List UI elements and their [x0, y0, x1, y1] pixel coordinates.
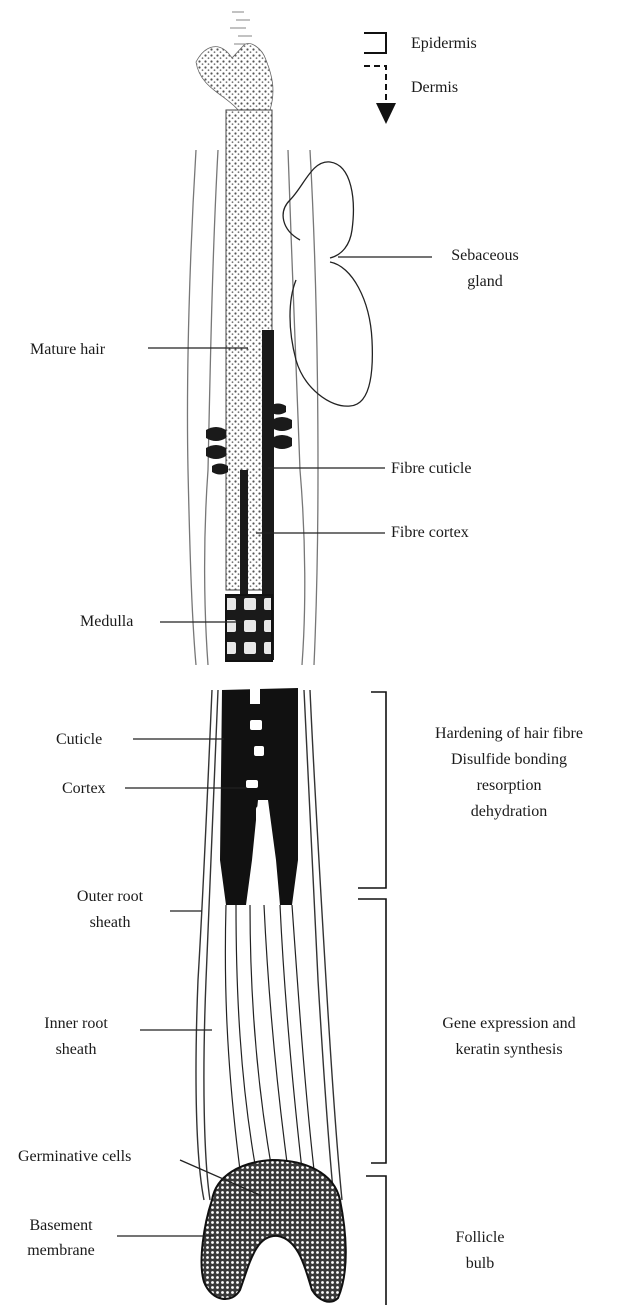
basement-membrane-label-line2: membrane: [6, 1239, 116, 1263]
germinative-cells-label: Germinative cells: [18, 1145, 131, 1169]
sebaceous-gland-label-line2: gland: [440, 270, 530, 294]
gene-expression-bracket: [358, 899, 386, 1163]
cortex-label: Cortex: [62, 777, 106, 801]
hardening-zone-line2: Disulfide bonding: [395, 748, 623, 772]
gene-expression-zone-line1: Gene expression and: [395, 1012, 623, 1036]
outer-root-sheath-label-line1: Outer root: [60, 885, 160, 909]
sebaceous-gland-label-line1: Sebaceous: [440, 244, 530, 268]
hardening-zone-line4: dehydration: [395, 800, 623, 824]
follicle-bulb: [202, 1160, 346, 1302]
epidermis-bracket: [364, 33, 386, 53]
inner-root-sheath-label-line2: sheath: [26, 1038, 126, 1062]
fibre-cuticle-label: Fibre cuticle: [391, 457, 471, 481]
dermis-label: Dermis: [411, 76, 458, 100]
cortex-notch: [250, 686, 260, 704]
hardening-bracket: [358, 692, 386, 888]
medulla-label: Medulla: [80, 610, 133, 634]
dermis-arrow: [364, 66, 396, 124]
inner-root-sheath-label-line1: Inner root: [26, 1012, 126, 1036]
basement-membrane-label-line1: Basement: [6, 1214, 116, 1238]
follicle-bulb-zone-line2: bulb: [420, 1252, 540, 1276]
follicle-bulb-zone-line1: Follicle: [420, 1226, 540, 1250]
inner-root-strands: [225, 905, 314, 1170]
fibre-cortex-label: Fibre cortex: [391, 521, 469, 545]
gene-expression-zone-line2: keratin synthesis: [395, 1038, 623, 1062]
epidermis-label: Epidermis: [411, 32, 477, 56]
bulb-bracket: [366, 1176, 386, 1305]
cuticle-label: Cuticle: [56, 728, 102, 752]
surface-fibres: [230, 12, 252, 44]
outer-root-sheath-label-line2: sheath: [60, 911, 160, 935]
hardening-zone-line3: resorption: [395, 774, 623, 798]
zone-brackets: [358, 692, 386, 1305]
mature-hair-label: Mature hair: [30, 338, 105, 362]
hardening-zone-line1: Hardening of hair fibre: [395, 722, 623, 746]
medulla-ladder: [226, 595, 272, 661]
